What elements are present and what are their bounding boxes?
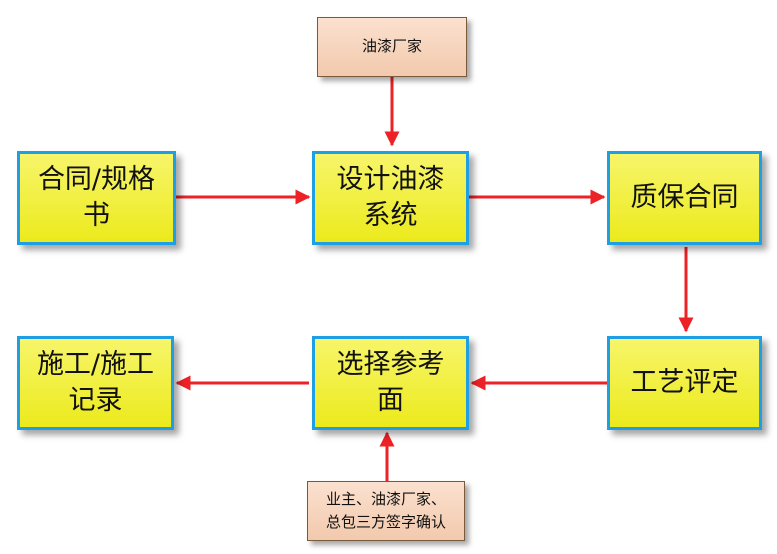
node-design-paint-system: 设计油漆 系统 [312, 151, 469, 245]
node-warranty-contract: 质保合同 [607, 151, 762, 245]
node-paint-manufacturer: 油漆厂家 [317, 17, 467, 77]
node-construction-record: 施工/施工 记录 [17, 336, 174, 430]
node-contract-spec: 合同/规格 书 [17, 151, 176, 245]
node-select-reference-surface: 选择参考 面 [312, 336, 469, 430]
node-three-party-signoff: 业主、油漆厂家、 总包三方签字确认 [307, 481, 465, 541]
node-process-qualification: 工艺评定 [607, 336, 762, 430]
